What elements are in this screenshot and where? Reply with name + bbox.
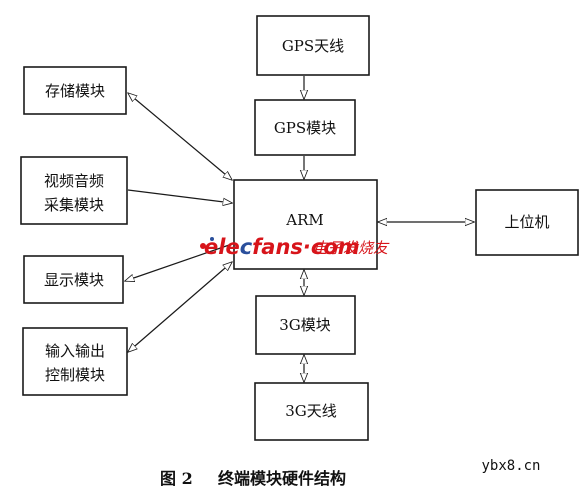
display-module-label: 显示模块: [44, 271, 104, 289]
video-audio-capture-block: 视频音频 采集模块: [20, 156, 128, 225]
host-computer-block: 上位机: [475, 189, 579, 256]
arm-label: ARM: [285, 211, 324, 229]
video-audio-label-line2: 采集模块: [44, 196, 104, 214]
elecfans-logo-text: elecfans·com: [204, 235, 360, 259]
figure-number: 图 2: [160, 469, 193, 488]
gps-module-label: GPS模块: [274, 119, 336, 137]
io-control-label-line1: 输入输出: [45, 342, 105, 360]
elecfans-watermark: elecfans·com 电子发烧友: [200, 235, 390, 259]
storage-module-label: 存储模块: [45, 82, 105, 100]
display-module-block: 显示模块: [23, 255, 124, 304]
elecfans-logo-icon: [200, 237, 214, 249]
video-audio-label-line1: 视频音频: [44, 172, 104, 190]
3g-antenna-label: 3G天线: [285, 402, 337, 420]
figure-caption: 终端模块硬件结构: [218, 469, 346, 488]
gps-antenna-label: GPS天线: [282, 37, 344, 55]
site-watermark: ybx8.cn: [481, 458, 540, 474]
gps-module-block: GPS模块: [254, 99, 356, 156]
storage-module-block: 存储模块: [23, 66, 127, 115]
3g-antenna-block: 3G天线: [254, 382, 369, 441]
3g-module-label: 3G模块: [279, 316, 331, 334]
gps-antenna-block: GPS天线: [256, 15, 370, 76]
io-control-block: 输入输出 控制模块: [22, 327, 128, 396]
host-computer-label: 上位机: [504, 213, 549, 231]
arrow-video-audio-to-arm: [127, 189, 232, 203]
arm-block: ARM: [233, 179, 378, 270]
io-control-label-line2: 控制模块: [45, 366, 105, 384]
arrow-io-control-arm-bidirectional: [128, 262, 232, 352]
elecfans-tagline: 电子发烧友: [313, 239, 390, 257]
arrow-storage-arm-bidirectional: [128, 93, 232, 180]
3g-module-block: 3G模块: [255, 295, 356, 355]
